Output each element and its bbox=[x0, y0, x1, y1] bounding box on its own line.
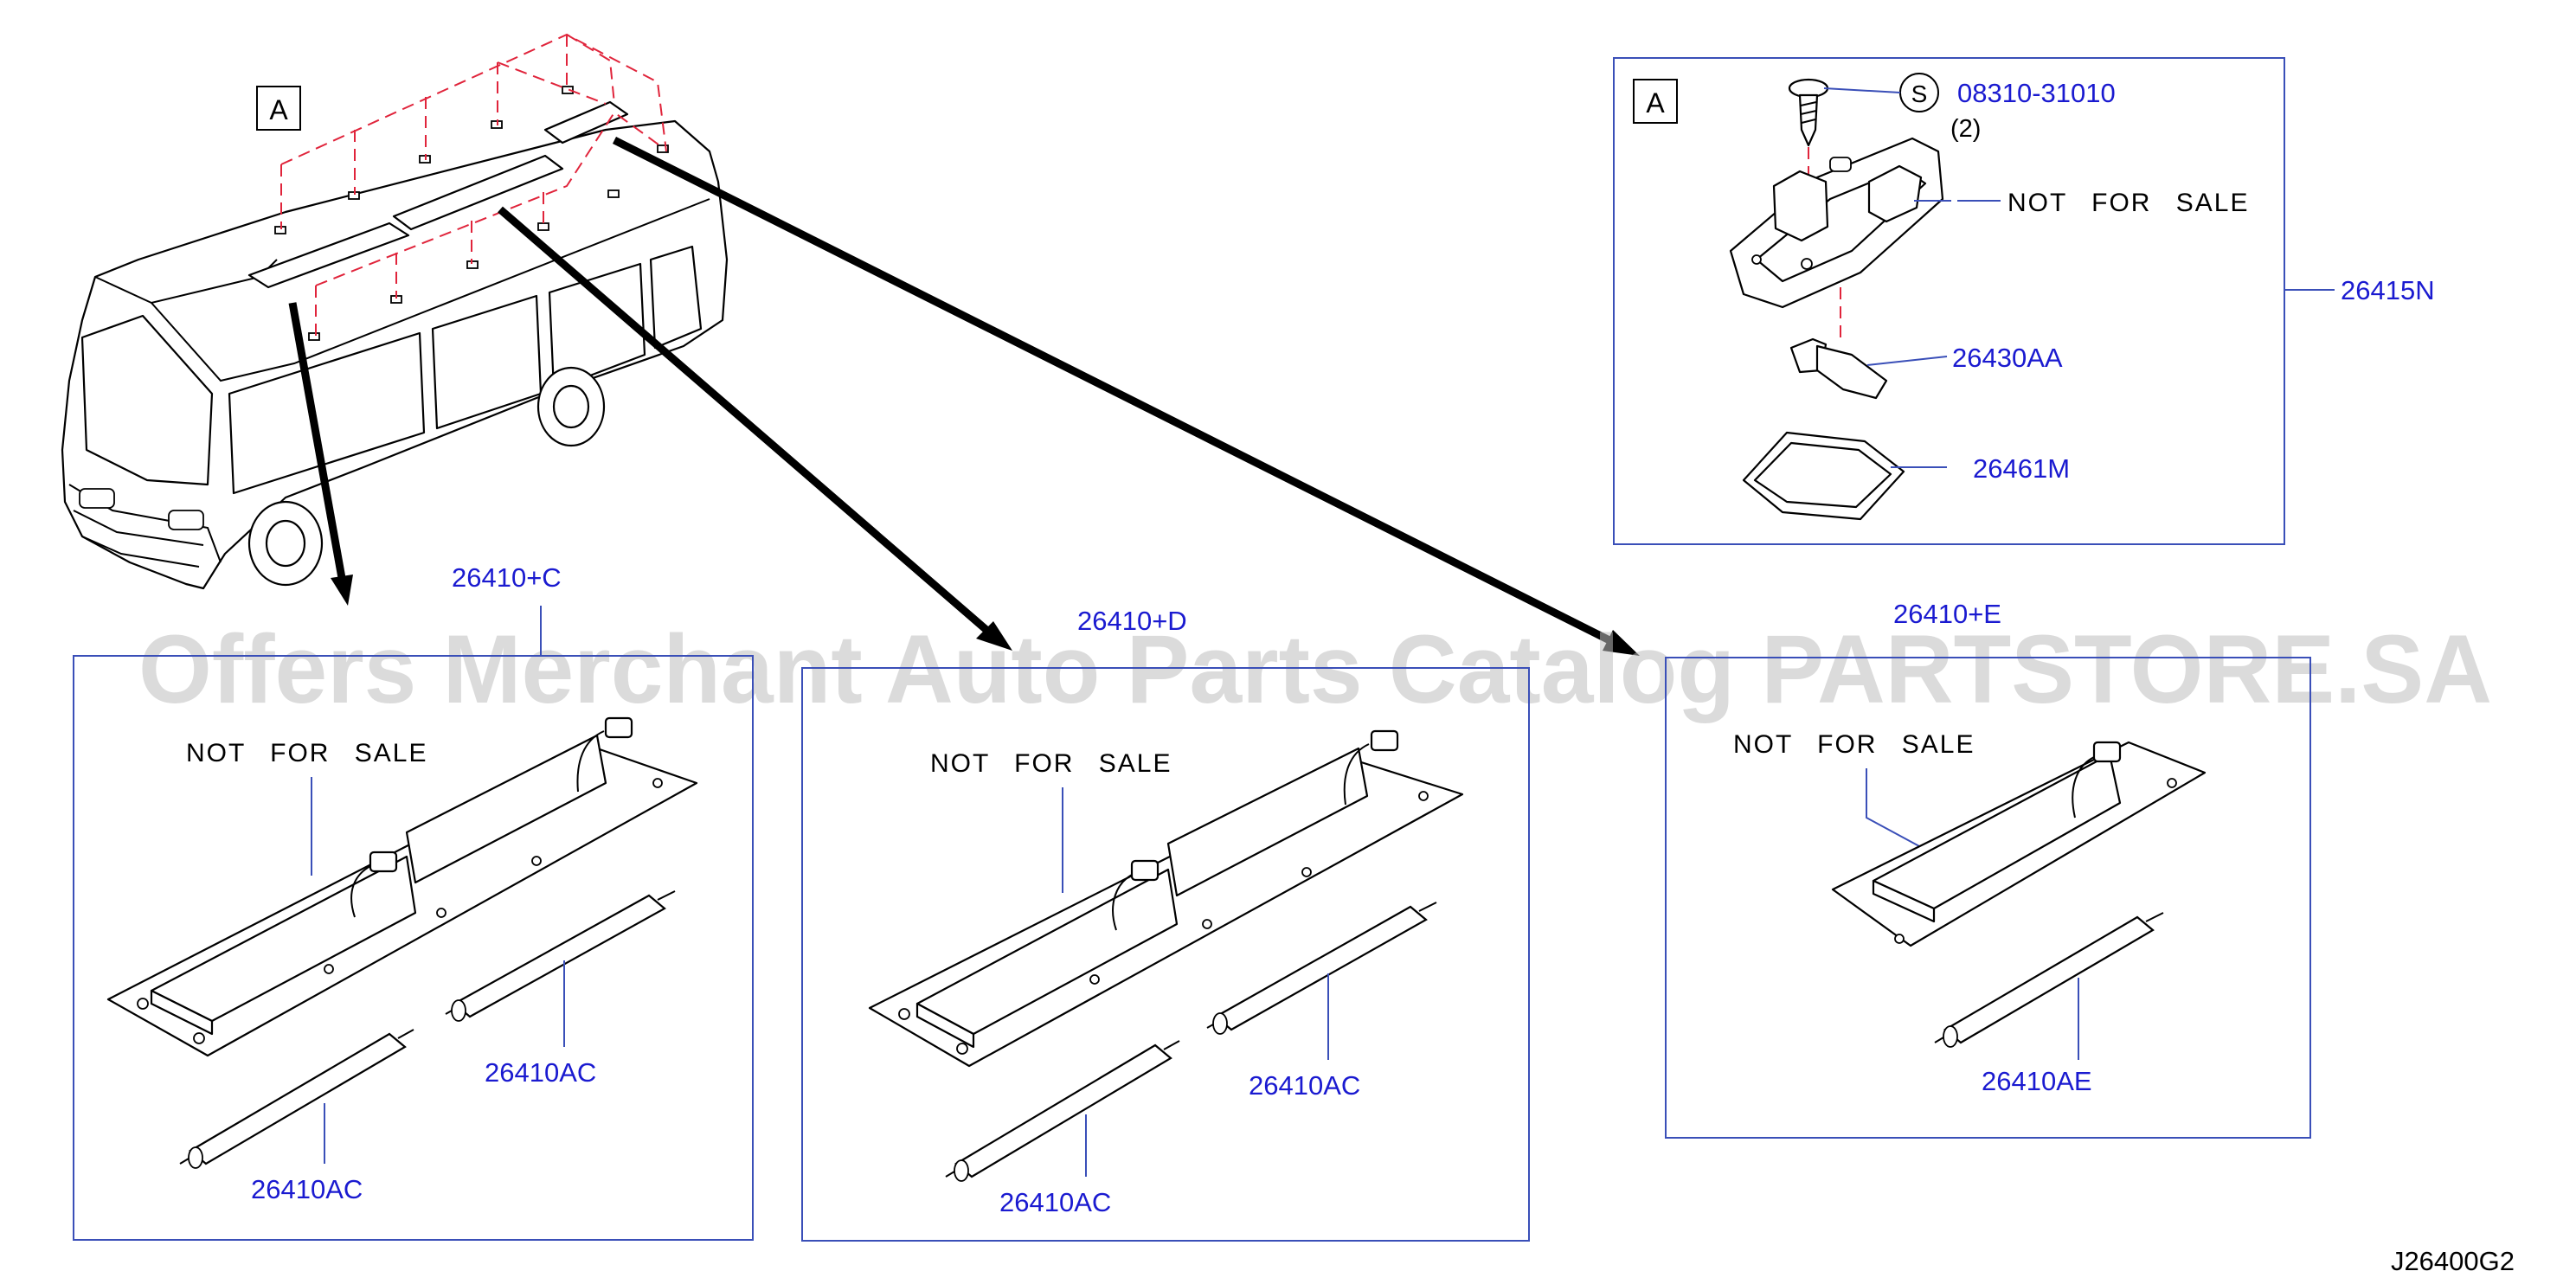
van-callout-label: A bbox=[269, 94, 288, 125]
fluorescent-tube-d2-icon bbox=[945, 1040, 1180, 1182]
diagram-code: J26400G2 bbox=[2391, 1246, 2515, 1276]
detail-box-a: A S 08310-31010 (2) NOT FOR SALE bbox=[1613, 57, 2435, 545]
roof-lamp-housing-e bbox=[543, 100, 629, 144]
detail-box-d: 26410+D NOT FOR SALE 26410AC bbox=[801, 606, 1530, 1242]
tube-e-part-number: 26410AE bbox=[1982, 1066, 2092, 1096]
van-illustration: A bbox=[61, 33, 729, 590]
detail-callout-label: A bbox=[1646, 87, 1665, 119]
lens-icon bbox=[1742, 431, 1905, 521]
roof-mounting-holes bbox=[274, 86, 669, 341]
lamp-housing-a bbox=[1729, 137, 1944, 309]
lamp-e-part-number: 26410+E bbox=[1893, 599, 2001, 629]
tube-c1-part-number: 26410AC bbox=[251, 1174, 363, 1204]
tube-d2-part-number: 26410AC bbox=[1249, 1070, 1360, 1101]
fluorescent-tube-c2-icon bbox=[179, 1029, 414, 1169]
detail-box-c: 26410+C NOT FOR SALE bbox=[73, 562, 754, 1241]
detail-box-e: 26410+E NOT FOR SALE 26410AE bbox=[1665, 599, 2311, 1139]
watermark: Offers Merchant Auto Parts Catalog PARTS… bbox=[138, 615, 2492, 723]
van-callout-box bbox=[256, 86, 301, 131]
lamp-d-part-number: 26410+D bbox=[1077, 606, 1187, 636]
screw-part-number: 08310-31010 bbox=[1957, 78, 2116, 108]
fluorescent-tube-d1-icon bbox=[1206, 902, 1437, 1035]
bulb-part-number: 26430AA bbox=[1952, 343, 2063, 373]
fluorescent-tube-e-icon bbox=[1934, 912, 2164, 1048]
screw-icon bbox=[1788, 78, 1829, 147]
nfs-note-a: NOT FOR SALE bbox=[2007, 189, 2250, 217]
screw-quantity: (2) bbox=[1950, 115, 1981, 143]
nfs-note-e: NOT FOR SALE bbox=[1733, 730, 1975, 759]
lamp-a-part-number: 26415N bbox=[2341, 275, 2435, 305]
wedge-bulb-icon bbox=[1789, 337, 1888, 400]
detail-callout-box bbox=[1633, 79, 1678, 124]
pointer-arrows bbox=[288, 136, 1640, 656]
fluorescent-tube-c1-icon bbox=[445, 890, 676, 1022]
lamp-c-part-number: 26410+C bbox=[452, 562, 562, 593]
lamp-assembly-c bbox=[106, 716, 698, 1057]
lamp-assembly-e bbox=[1831, 741, 2207, 947]
roof-lamp-housing-c bbox=[247, 221, 410, 289]
roof-lamp-housing-d bbox=[392, 154, 564, 231]
tube-d1-part-number: 26410AC bbox=[999, 1187, 1111, 1217]
lens-part-number: 26461M bbox=[1973, 453, 2070, 484]
nfs-note-c: NOT FOR SALE bbox=[186, 739, 428, 767]
standard-part-symbol-label: S bbox=[1911, 80, 1928, 107]
lamp-assembly-d bbox=[868, 729, 1464, 1068]
nfs-note-d: NOT FOR SALE bbox=[930, 749, 1172, 778]
hidden-lines bbox=[280, 33, 667, 336]
tube-c2-part-number: 26410AC bbox=[485, 1057, 596, 1088]
